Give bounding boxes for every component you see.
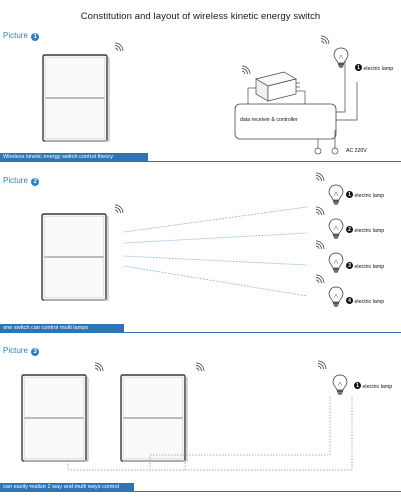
lamp-number-badge (355, 64, 362, 71)
lamp-label-text: electric lamp (354, 299, 385, 305)
picture-label-3: Picture 3 (3, 346, 40, 356)
lamp-number: 3 (348, 263, 351, 269)
lamp-number-badge (346, 297, 353, 304)
lamp-label-s2-1: 1 electric lamp (346, 191, 384, 199)
picture-label-2: Picture 2 (3, 176, 40, 186)
lamp-number: 4 (348, 298, 351, 304)
caption-text-2: one switch can control multi lamps (3, 325, 89, 331)
picture-label-text: Picture (3, 31, 28, 40)
caption-rule-3 (0, 491, 401, 492)
lamp-label-s3: 1 electric lamp (354, 382, 392, 390)
caption-rule-1 (0, 161, 401, 162)
picture-number-badge: 2 (31, 178, 40, 186)
connection-lines (67, 396, 353, 471)
lamp-number: 2 (348, 227, 351, 233)
controller-box (234, 103, 337, 140)
lamp-label-s1: 1 electric lamp (355, 64, 393, 72)
controller-label: data receiver & controller (240, 117, 298, 123)
caption-rule-2 (0, 332, 401, 333)
lamp-number-badge (346, 262, 353, 269)
lamp-label-s2-4: 4 electric lamp (346, 297, 384, 305)
lamp-label-text: electric lamp (354, 264, 385, 270)
lamp-label-text: electric lamp (362, 384, 393, 390)
lamp-number-badge (346, 191, 353, 198)
picture-label-1: Picture 1 (3, 31, 40, 41)
lamp-number: 1 (357, 65, 360, 71)
caption-band-3: can easily realize 2 way and multi ways … (0, 483, 134, 492)
picture-label-text: Picture (3, 176, 28, 185)
receiver-module (247, 71, 306, 104)
lamp-label-text: electric lamp (354, 228, 385, 234)
lamp-number: 1 (356, 383, 359, 389)
lamp-number: 1 (348, 192, 351, 198)
picture-label-text: Picture (3, 346, 28, 355)
lamp-number-badge (346, 226, 353, 233)
caption-text-3: can easily realize 2 way and multi ways … (3, 484, 119, 490)
lamp-label-text: electric lamp (363, 66, 394, 72)
caption-band-2: one switch can control multi lamps (0, 324, 124, 333)
picture-number-badge: 1 (31, 33, 40, 41)
lamp-number-badge (354, 382, 361, 389)
caption-band-1: Wireless kinetic energy switch control t… (0, 153, 148, 162)
picture-number-badge: 3 (31, 348, 40, 356)
lamp-label-s2-2: 2 electric lamp (346, 226, 384, 234)
signal-rays (123, 206, 308, 297)
lamp-label-s2-3: 3 electric lamp (346, 262, 384, 270)
lamp-label-text: electric lamp (354, 193, 385, 199)
page-title: Constitution and layout of wireless kine… (80, 11, 321, 22)
power-label: AC 220V (346, 148, 367, 154)
caption-text-1: Wireless kinetic energy switch control t… (3, 154, 114, 160)
